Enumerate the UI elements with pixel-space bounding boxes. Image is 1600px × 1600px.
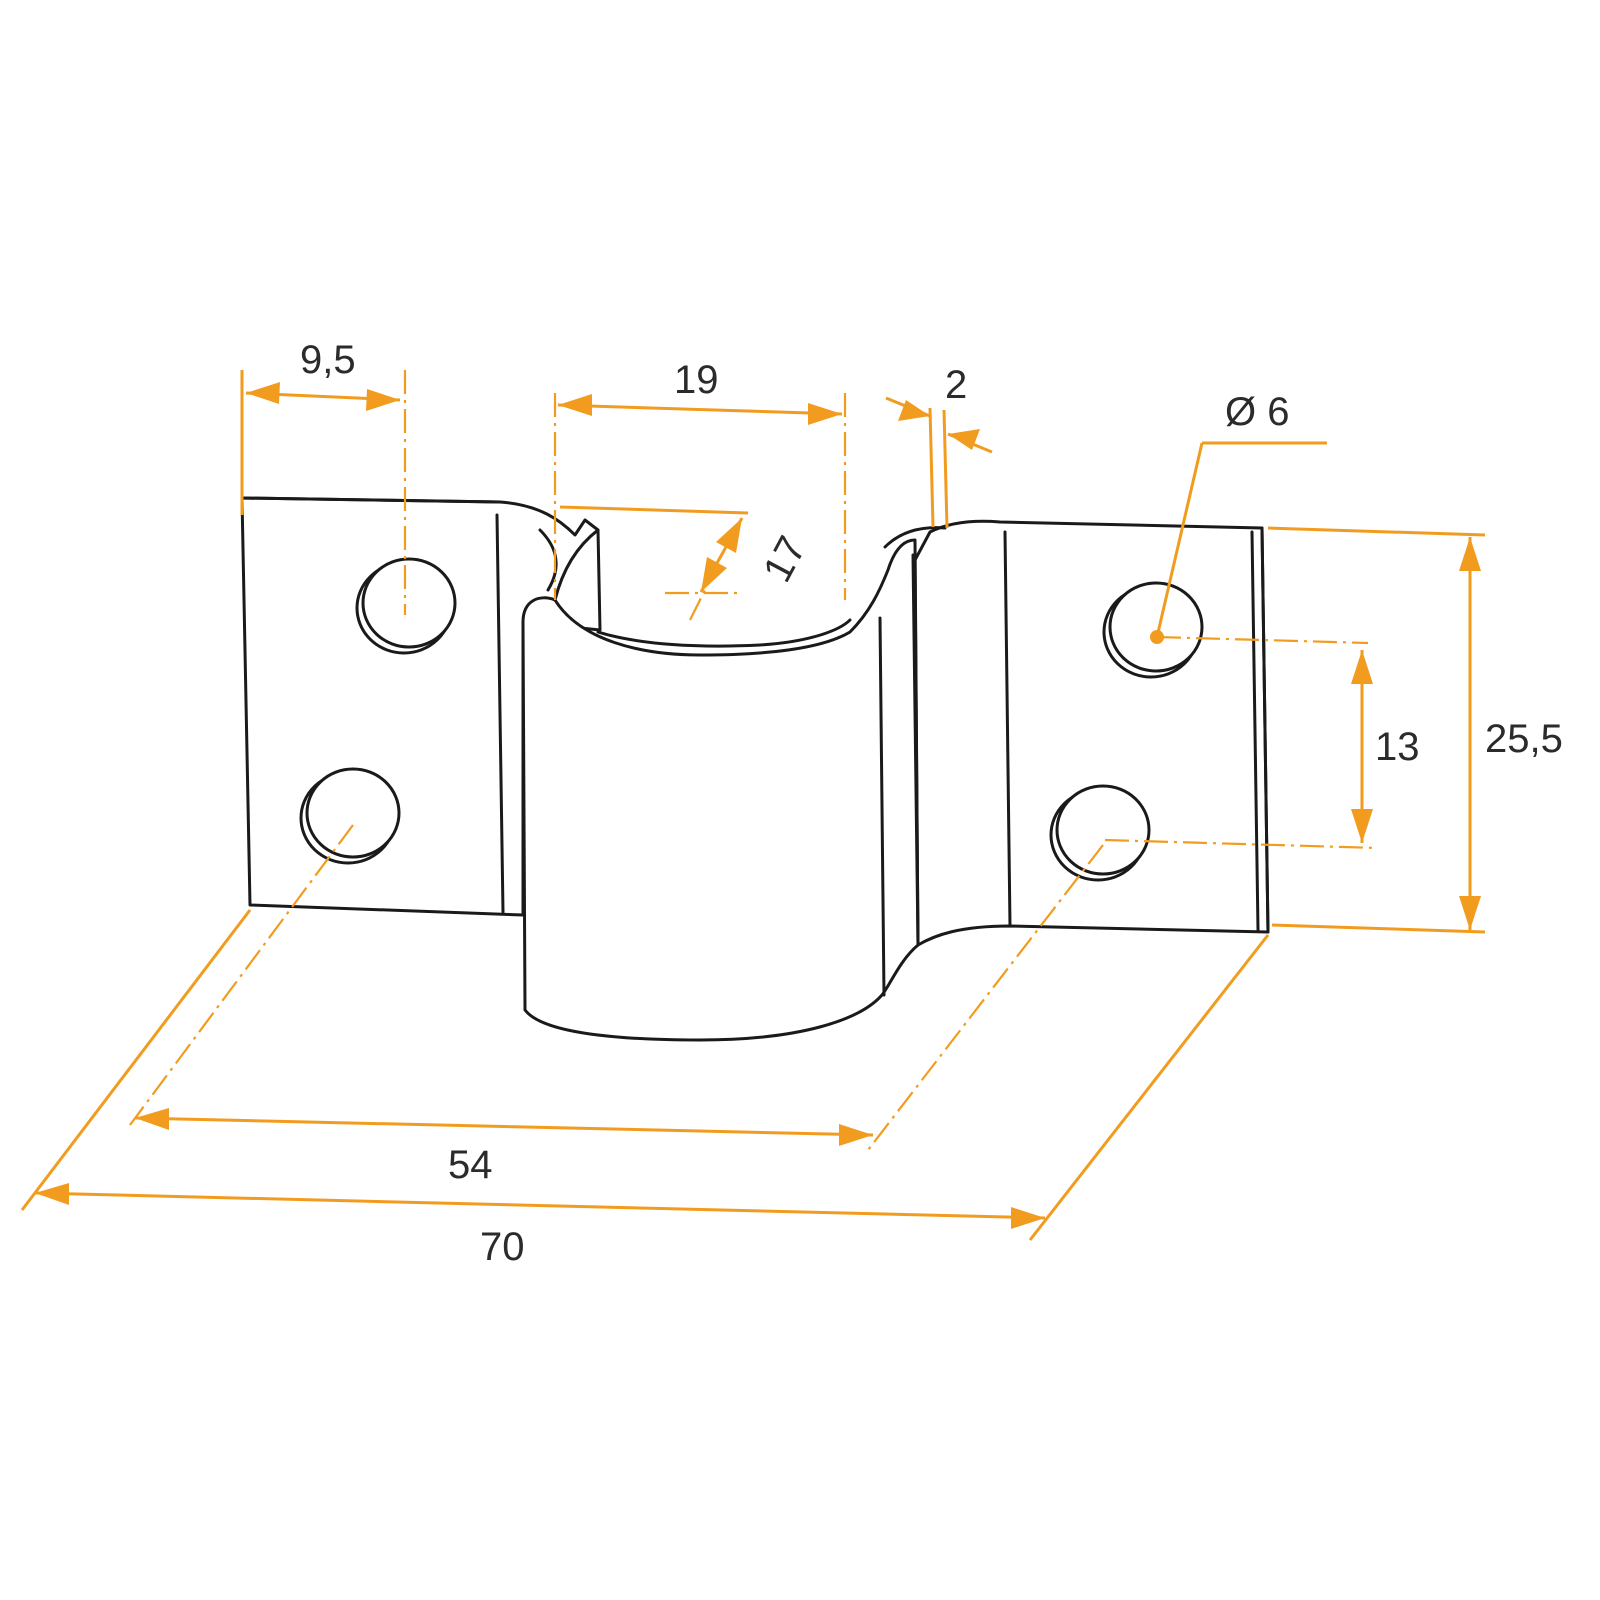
right-flange-edge-back [1260,526,1270,934]
dim-flange-hole-offset [240,370,407,615]
saddle-lip-right [883,526,947,549]
saddle-side-line-2 [911,553,920,947]
saddle-top-rim [596,618,852,648]
dim-height [1267,526,1486,934]
label-saddle-depth: 17 [755,529,815,589]
label-hole-diameter: Ø 6 [1225,390,1289,434]
label-sheet-thickness: 2 [945,363,967,407]
label-hole-spacing-horizontal: 54 [448,1143,493,1187]
label-saddle-width: 19 [674,358,719,402]
label-overall-length: 70 [480,1225,525,1269]
left-flange-bend-line [495,513,505,914]
hole-bottom-left [299,767,401,865]
label-flange-hole-offset: 9,5 [300,338,356,382]
dim-hole-spacing-vertical [1104,635,1379,850]
dimension-lines [20,370,1486,1241]
label-hole-spacing-vertical: 13 [1375,725,1420,769]
saddle-front-face [521,538,920,1042]
right-flange [913,519,1270,947]
saddle-side-line [878,616,886,997]
right-flange-edge-front [1250,530,1260,932]
dim-hole-diameter [1150,441,1327,644]
dim-saddle-depth [559,505,749,621]
right-flange-bend-line [1003,530,1012,928]
dim-overall-length [20,909,1270,1241]
dim-hole-spacing-horizontal [129,824,1104,1151]
hole-bottom-right [1049,784,1151,882]
hole-top-right [1102,581,1204,679]
label-height: 25,5 [1485,717,1563,761]
saddle-inner-top-curve [553,528,600,602]
dim-saddle-width [553,393,847,600]
bracket-part [240,496,1270,1042]
dim-sheet-thickness [885,396,993,529]
left-flange-top-edge [240,496,502,504]
